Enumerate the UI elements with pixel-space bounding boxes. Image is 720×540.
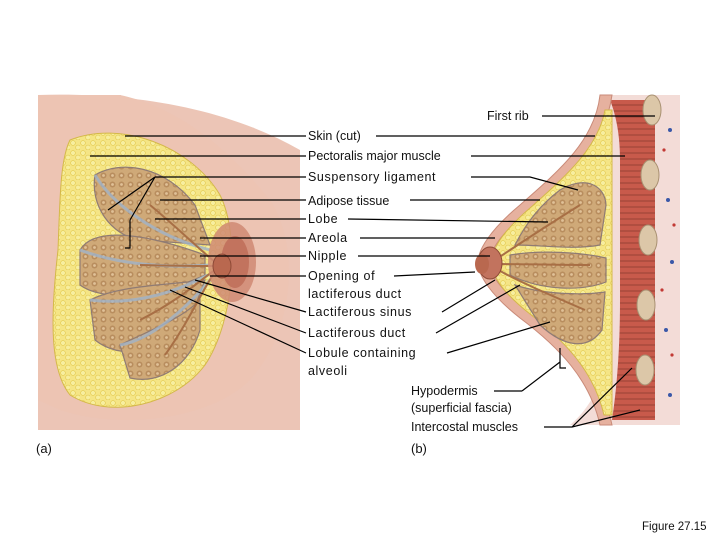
leader-lobe <box>155 218 549 223</box>
leader-hypodermis <box>521 348 566 392</box>
leader-opening-duct <box>210 271 476 277</box>
leader-lactiferous-sinus <box>194 279 496 313</box>
leader-suspensory <box>155 176 579 191</box>
label-lobe: Lobe <box>308 212 339 226</box>
leader-lobule <box>169 289 551 354</box>
label-nipple: Nipple <box>308 249 348 263</box>
leader-lines <box>90 115 655 428</box>
label-adipose-tissue: Adipose tissue <box>308 194 390 208</box>
label-superficial-fascia: (superficial fascia) <box>411 401 512 415</box>
figure-caption: Figure 27.15 <box>642 521 707 533</box>
label-lactiferous-sinus: Lactiferous sinus <box>308 305 412 319</box>
label-skin-cut: Skin (cut) <box>308 129 361 143</box>
anterior-view-drawing <box>38 94 300 431</box>
leader-lactiferous-duct <box>184 284 521 334</box>
label-lobule-containing: Lobule containing <box>308 346 417 360</box>
label-opening-of: Opening of <box>308 269 376 283</box>
label-first-rib: First rib <box>487 109 529 123</box>
label-hypodermis: Hypodermis <box>411 384 478 398</box>
panel-label-b: (b) <box>411 441 427 456</box>
label-intercostal-muscles: Intercostal muscles <box>411 420 518 434</box>
label-pectoralis-major: Pectoralis major muscle <box>308 149 441 163</box>
label-areola: Areola <box>308 231 348 245</box>
leader-intercostal <box>544 367 641 428</box>
panel-label-a: (a) <box>36 441 52 456</box>
label-alveoli: alveoli <box>308 364 348 378</box>
sagittal-view-drawing <box>475 94 680 426</box>
label-lactiferous-duct: Lactiferous duct <box>308 326 406 340</box>
label-suspensory-ligament: Suspensory ligament <box>308 170 437 184</box>
label-lactiferous-duct-opening: lactiferous duct <box>308 287 402 301</box>
